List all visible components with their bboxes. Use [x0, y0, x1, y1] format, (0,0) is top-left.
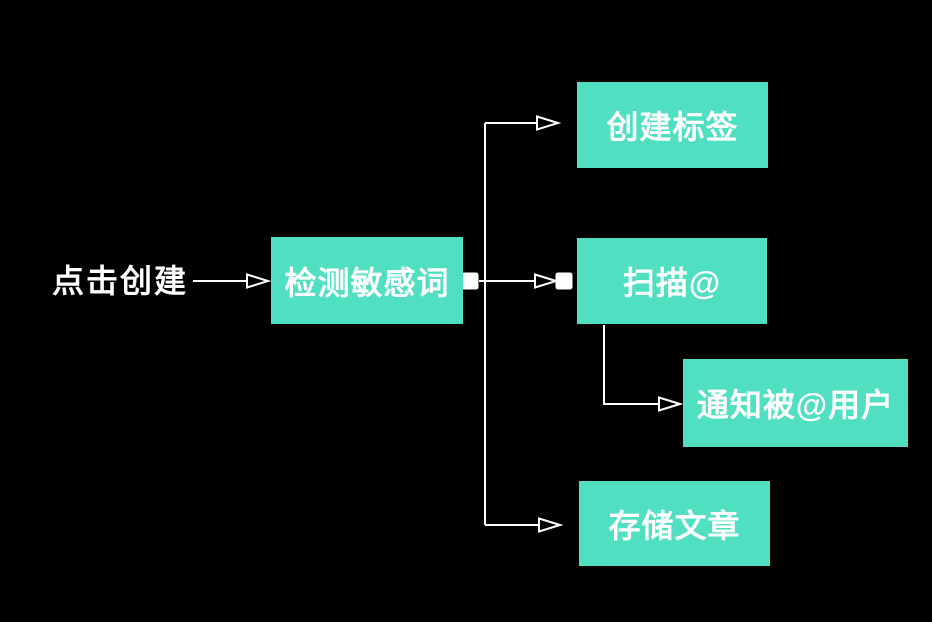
node-detect-sensitive-words[interactable]: 检测敏感词 — [271, 237, 463, 324]
edge-start-to-detect[interactable] — [193, 273, 272, 289]
node-label: 检测敏感词 — [284, 264, 450, 301]
edge-detect-to-store[interactable] — [485, 517, 564, 533]
node-create-tags[interactable]: 创建标签 — [577, 82, 768, 168]
node-label: 通知被@用户 — [696, 387, 895, 423]
node-label: 扫描@ — [622, 265, 722, 301]
edge-scan-to-notify[interactable] — [603, 325, 684, 412]
node-label: 创建标签 — [606, 109, 739, 145]
edge-detect-to-create-tags[interactable] — [485, 115, 562, 131]
node-start-label[interactable]: 点击创建 — [52, 263, 189, 299]
node-notify-mentioned-users[interactable]: 通知被@用户 — [683, 359, 908, 447]
node-store-article[interactable]: 存储文章 — [579, 481, 770, 566]
edge-detect-to-scan[interactable] — [461, 272, 573, 290]
edge-source-handle[interactable] — [461, 272, 479, 290]
node-label: 存储文章 — [608, 507, 741, 544]
node-scan-mentions[interactable]: 扫描@ — [577, 238, 767, 324]
edge-target-handle[interactable] — [555, 272, 573, 290]
